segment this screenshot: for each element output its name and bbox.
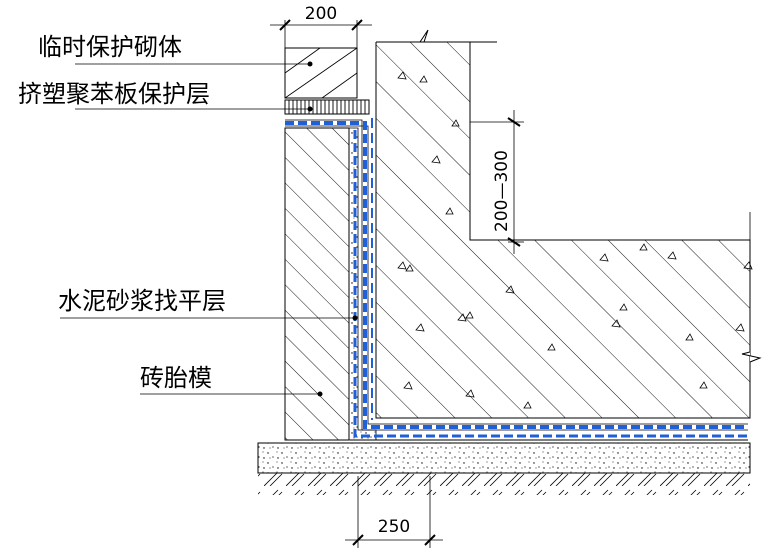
dim-vertical-label: 200—300 [492, 150, 512, 232]
concrete-cushion [257, 442, 751, 474]
label-mortar: 水泥砂浆找平层 [58, 287, 226, 315]
dim-bottom [345, 476, 443, 548]
dim-top [270, 19, 372, 48]
soil-hatch [258, 473, 750, 495]
right-break-line [741, 240, 762, 418]
brick-form-wall [284, 127, 350, 441]
leaders [60, 61, 358, 397]
xps-board [284, 99, 370, 115]
label-brick-form: 砖胎模 [140, 364, 212, 392]
concrete-hatch [376, 42, 750, 418]
dim-vertical [470, 110, 524, 254]
dim-bottom-label: 250 [378, 517, 410, 537]
label-xps: 挤塑聚苯板保护层 [18, 80, 210, 108]
dim-top-label: 200 [305, 4, 337, 24]
label-temp-masonry: 临时保护砌体 [38, 33, 182, 61]
waterproof-membrane [285, 118, 748, 438]
